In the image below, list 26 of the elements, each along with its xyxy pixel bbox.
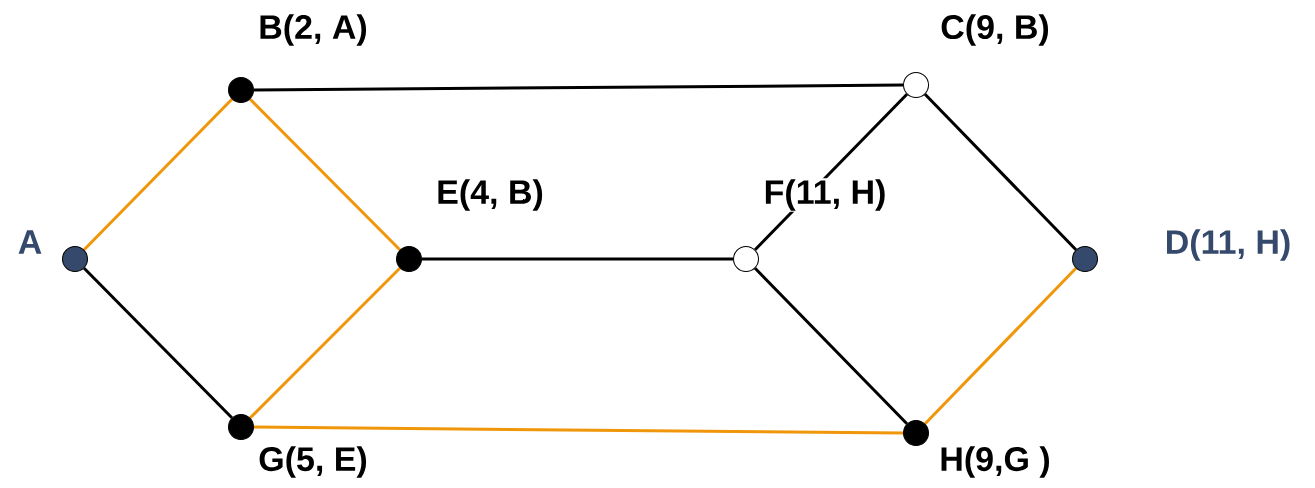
edge-line: [254, 83, 904, 92]
edge-line: [249, 267, 401, 419]
vertex-dot: [396, 246, 422, 272]
vertex-dot: [733, 246, 759, 272]
vertex-label: F(11, H): [762, 178, 888, 212]
vertex-label: D(11, H): [1163, 228, 1293, 262]
vertex-label: G(5, E): [257, 445, 369, 479]
edge-line: [254, 425, 904, 435]
vertex-dot: [903, 420, 929, 446]
vertex-dot: [62, 246, 88, 272]
vertex-dot: [228, 77, 254, 103]
edge-line: [924, 93, 1078, 251]
edge-line: [422, 257, 733, 261]
edge-line: [249, 98, 401, 251]
edge-line: [924, 267, 1078, 425]
edge-line: [83, 267, 233, 419]
edge-line: [83, 98, 233, 251]
vertex-dot: [903, 72, 929, 98]
vertex-label: E(4, B): [435, 178, 545, 212]
vertex-label: B(2, A): [257, 13, 369, 47]
vertex-dot: [228, 414, 254, 440]
vertex-dot: [1072, 246, 1098, 272]
edge-line: [754, 267, 908, 425]
vertex-label: H(9,G ): [938, 445, 1052, 479]
vertex-label: C(9, B): [939, 13, 1051, 47]
vertex-label: A: [16, 229, 44, 255]
